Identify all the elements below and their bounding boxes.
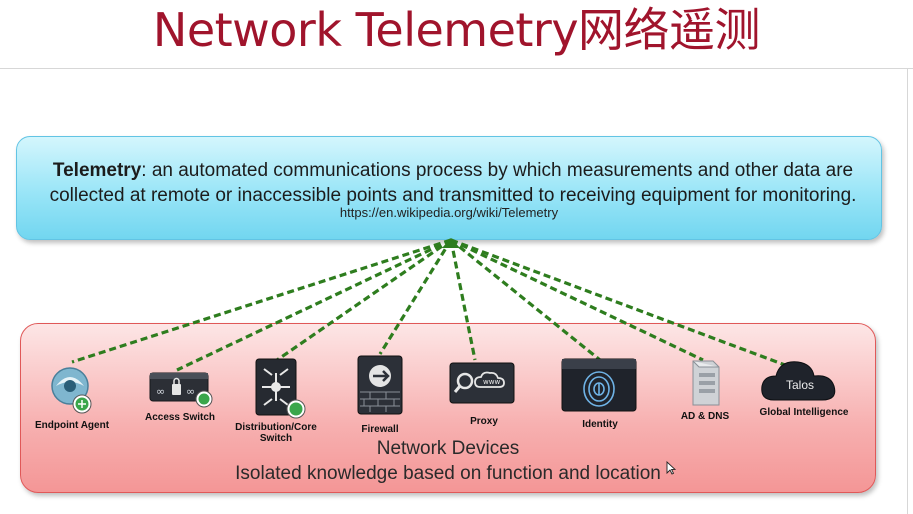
device-label-access-switch: Access Switch — [144, 412, 216, 423]
device-label-ad-dns: AD & DNS — [680, 411, 730, 422]
link-core-switch — [276, 238, 452, 362]
device-label-firewall: Firewall — [361, 424, 399, 435]
link-global-intelligence — [450, 238, 786, 367]
device-label-identity: Identity — [582, 419, 618, 430]
svg-text:∞: ∞ — [186, 385, 195, 398]
slide-edge — [907, 68, 908, 514]
definition-box — [16, 136, 882, 240]
firewall-icon — [357, 355, 403, 415]
svg-text:∞: ∞ — [156, 385, 165, 398]
svg-text:www: www — [483, 378, 500, 386]
server-icon — [692, 360, 720, 406]
definition-text: Telemetry: an automated communications p… — [24, 158, 882, 208]
link-proxy — [449, 239, 477, 361]
device-label-core-switch: Distribution/Core Switch — [235, 422, 317, 444]
talos-badge-text: Talos — [786, 378, 814, 392]
link-identity — [449, 238, 602, 362]
talos-cloud-icon: Talos — [761, 361, 836, 401]
slide-title: Network Telemetry网络遥测 — [152, 3, 761, 57]
definition-body: : an automated communications process by… — [49, 160, 857, 206]
link-endpoint-agent — [71, 238, 452, 364]
definition-source-link[interactable]: https://en.wikipedia.org/wiki/Telemetry — [339, 205, 559, 220]
device-label-proxy: Proxy — [470, 416, 498, 427]
link-ad-dns — [450, 238, 704, 362]
identity-fingerprint-icon — [561, 358, 637, 412]
endpoint-agent-icon — [51, 367, 92, 414]
proxy-icon: www — [449, 362, 515, 404]
mouse-cursor-icon — [666, 461, 676, 475]
device-label-endpoint-agent: Endpoint Agent — [34, 420, 110, 431]
link-arrowhead — [442, 238, 460, 248]
core-switch-icon — [255, 358, 306, 419]
link-firewall — [378, 239, 453, 355]
device-label-global-intelligence: Global Intelligence — [759, 407, 849, 418]
access-switch-icon: ∞ ∞ — [149, 372, 213, 408]
network-devices-box — [20, 323, 876, 493]
network-devices-subtitle: Isolated knowledge based on function and… — [235, 463, 661, 484]
network-devices-title: Network Devices — [376, 438, 520, 459]
definition-term: Telemetry — [52, 160, 142, 181]
link-access-switch — [176, 238, 452, 372]
title-divider — [0, 68, 913, 69]
